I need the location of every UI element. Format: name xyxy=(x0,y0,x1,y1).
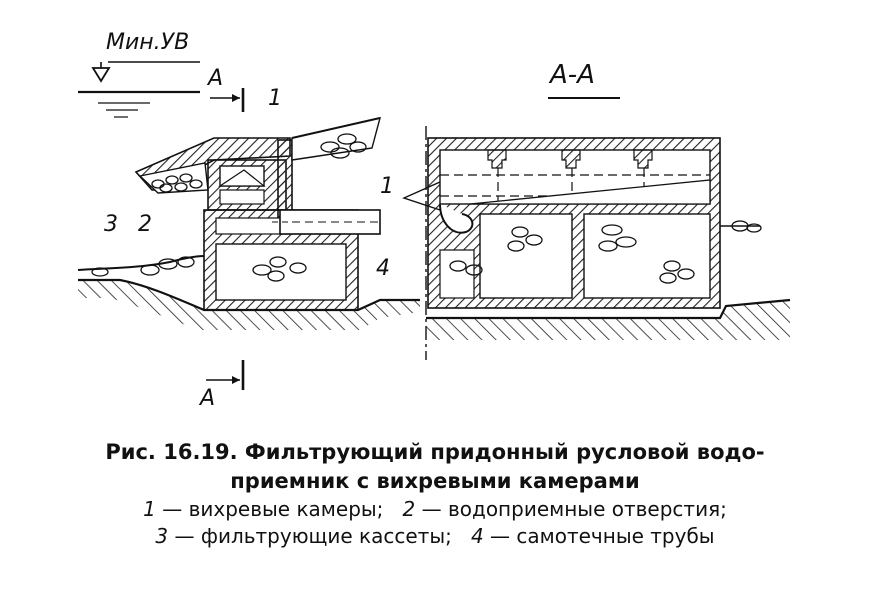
legend-text: фильтрующие кассеты; xyxy=(200,524,452,548)
filter-cassette-gravel xyxy=(151,173,203,193)
legend-sep: — xyxy=(415,497,448,521)
caption-legend-line-2: 3 — фильтрующие кассеты; 4 — самотечные … xyxy=(0,523,870,550)
legend-sep: — xyxy=(168,524,201,548)
legend-sep: — xyxy=(483,524,517,548)
gravity-pipe xyxy=(272,209,381,235)
legend-sep: — xyxy=(155,497,189,521)
legend-text: самотечные трубы xyxy=(516,524,715,548)
caption-title-line-2: приемник с вихревыми камерами xyxy=(230,469,640,493)
caption-title-line-1: Рис. 16.19. Фильтрующий придонный руслов… xyxy=(105,440,765,464)
label-num-1-section: 1 xyxy=(380,174,394,199)
legend-num: 2 xyxy=(402,497,416,521)
label-section-title: А-А xyxy=(550,60,595,90)
legend-num: 4 xyxy=(470,524,484,548)
longitudinal-section xyxy=(77,61,420,390)
figure-caption: Рис. 16.19. Фильтрующий придонный руслов… xyxy=(0,438,870,550)
section-marker-top xyxy=(210,88,245,112)
label-num-2: 2 xyxy=(138,212,152,237)
label-num-4: 4 xyxy=(376,256,390,281)
soil-left xyxy=(78,280,420,330)
cross-section xyxy=(402,97,791,360)
intake-drawing xyxy=(77,61,791,390)
legend-text: вихревые камеры; xyxy=(188,497,384,521)
water-level-symbol xyxy=(78,61,200,118)
legend-num: 3 xyxy=(155,524,169,548)
label-num-3: 3 xyxy=(104,212,118,237)
label-min-water-level: Мин.УВ xyxy=(106,30,190,55)
label-section-a-bottom: А xyxy=(200,386,216,411)
label-num-1: 1 xyxy=(268,86,282,111)
legend-text: водоприемные отверстия; xyxy=(447,497,727,521)
label-section-a-top: А xyxy=(208,66,224,91)
section-marker-bottom xyxy=(206,360,245,390)
caption-legend-line-1: 1 — вихревые камеры; 2 — водоприемные от… xyxy=(0,496,870,523)
figure: Мин.УВ А А А-А 1 2 3 4 1 xyxy=(77,30,791,411)
legend-num: 1 xyxy=(143,497,156,521)
